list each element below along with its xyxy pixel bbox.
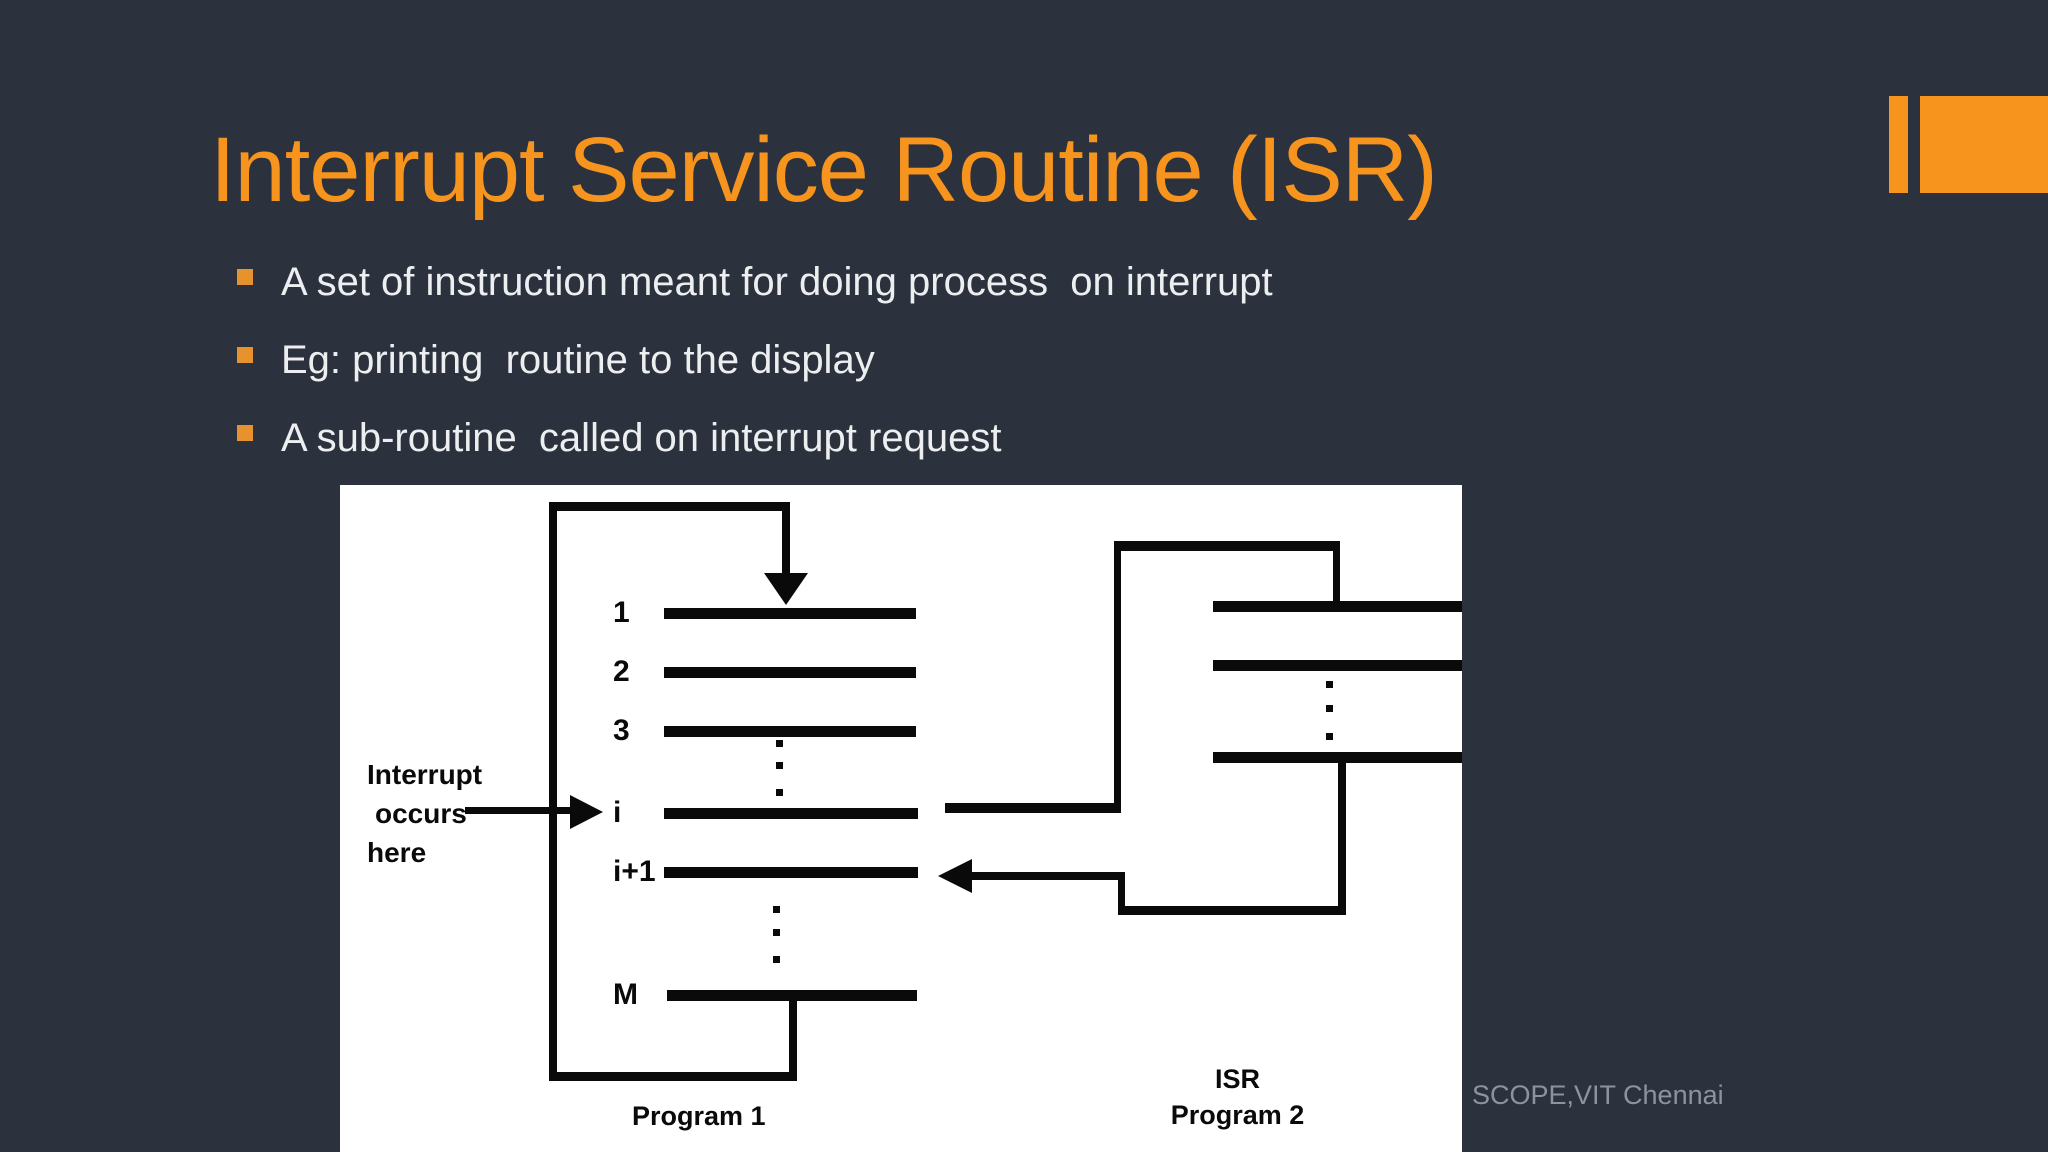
interrupt-note-line1: Interrupt [367,759,483,790]
isr-loop-left-line [1114,541,1121,813]
interrupt-note-line2: occurs [375,798,467,829]
footer-credit: SCOPE,VIT Chennai [1472,1080,1724,1110]
program1-instruction-line-1 [664,608,916,619]
ellipsis-dot [776,789,783,796]
program1-instruction-line-i1 [664,867,918,878]
right-arrow-icon [570,795,603,829]
line-label-1: 1 [613,596,630,629]
down-arrow-icon [764,573,808,605]
program1-loop-right-stub [782,502,790,575]
ellipsis-dot [1326,705,1333,712]
line-label-i: i [613,796,622,829]
corner-accent-bar-thin [1889,96,1908,193]
program1-instruction-line-i [664,808,918,819]
program1-caption: Program 1 [632,1101,766,1131]
ellipsis-dot [776,762,783,769]
program1-instruction-line-3 [664,726,916,737]
line-label-2: 2 [613,655,630,688]
bullet-text: A sub-routine called on interrupt reques… [281,416,1002,460]
program2-caption: ISR Program 2 [1170,1061,1305,1133]
bullet-text: A set of instruction meant for doing pro… [281,260,1273,304]
program1-bottom-vertical-line [789,995,797,1081]
isr-return-step-vertical [1118,872,1125,915]
isr-return-right-vertical [1338,763,1346,915]
bullet-text: Eg: printing routine to the display [281,338,875,382]
isr-entry-stub [1333,551,1340,601]
ellipsis-dot [1326,733,1333,740]
program2-caption-line2: Program 2 [1170,1100,1305,1130]
program2-caption-line1: ISR [1214,1064,1260,1094]
ellipsis-dot [773,906,780,913]
isr-instruction-line-3 [1213,752,1462,763]
bullet-square-icon [237,425,253,441]
i-to-isr-connector-line [945,803,1121,813]
ellipsis-dot [776,740,783,747]
ellipsis-dot [773,929,780,936]
interrupt-arrow-line [465,807,572,814]
program1-instruction-line-2 [664,667,916,678]
isr-return-bottom-horizontal [1118,906,1346,915]
line-label-i1: i+1 [613,855,656,888]
line-label-M: M [613,978,638,1011]
program1-bottom-horizontal-line [549,1072,797,1081]
isr-return-arrow-line [965,872,1118,880]
page-title: Interrupt Service Routine (ISR) [210,119,1438,221]
line-label-3: 3 [613,714,630,747]
isr-loop-top-line [1114,541,1340,551]
bullet-square-icon [237,347,253,363]
corner-accent-bar-wide [1920,96,2048,193]
isr-diagram: 1 2 3 i i+1 M Interrupt occurs here [340,485,1462,1152]
isr-instruction-line-2 [1213,660,1462,671]
isr-instruction-line-1 [1213,601,1462,612]
bullet-square-icon [237,269,253,285]
left-arrow-icon [938,859,972,893]
ellipsis-dot [1326,681,1333,688]
interrupt-note: Interrupt occurs here [367,755,482,872]
program1-loop-left-line [549,502,557,1081]
program1-loop-top-line [549,502,790,511]
ellipsis-dot [773,956,780,963]
interrupt-note-line3: here [367,837,427,868]
